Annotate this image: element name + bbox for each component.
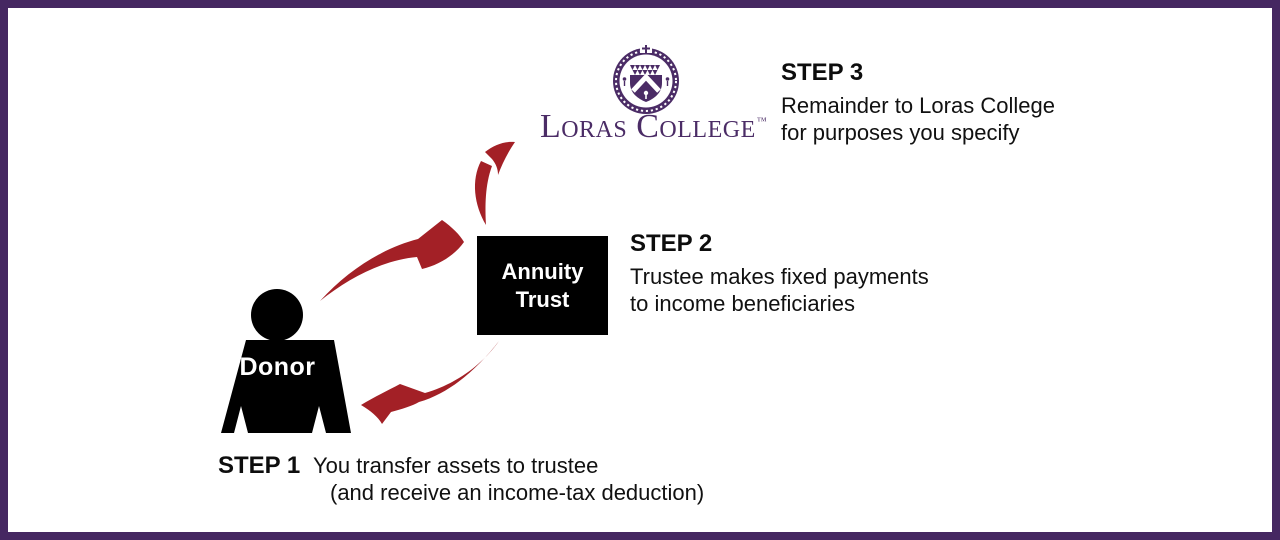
loras-college-wordmark: Loras College™ xyxy=(523,108,783,146)
donor-label: Donor xyxy=(239,353,316,381)
step-1-line-1: You transfer assets to trustee xyxy=(313,453,599,478)
step-1-lines: You transfer assets to trustee (and rece… xyxy=(313,453,704,506)
step-3-title: STEP 3 xyxy=(781,59,864,86)
arrow-trust-to-donor-icon xyxy=(361,341,499,424)
trademark-symbol: ™ xyxy=(756,116,768,127)
step-2-title: STEP 2 xyxy=(630,230,713,257)
step-3-line-1: Remainder to Loras College xyxy=(781,93,1055,118)
step-2-line-2: to income beneficiaries xyxy=(630,290,856,316)
loras-college-name: Loras College xyxy=(539,108,756,145)
annuity-trust-box: Annuity Trust xyxy=(477,236,608,335)
step-1-title: STEP 1 xyxy=(218,452,301,479)
arrowhead-trust-to-college-icon xyxy=(485,141,515,175)
step-1-block: STEP 1 You transfer assets to trustee (a… xyxy=(218,452,738,522)
arrow-trust-to-college-icon xyxy=(474,161,492,225)
step-3-block: STEP 3 Remainder to Loras College for pu… xyxy=(781,59,1055,146)
loras-college-crest-icon xyxy=(613,45,679,114)
step-1-line-2: (and receive an income-tax deduction) xyxy=(330,479,705,505)
annuity-trust-label: Annuity Trust xyxy=(501,258,584,312)
step-3-line-2: for purposes you specify xyxy=(781,119,1020,145)
step-2-line-1: Trustee makes fixed payments xyxy=(630,264,929,289)
step-2-block: STEP 2 Trustee makes fixed payments to i… xyxy=(630,230,929,317)
donor-person-icon xyxy=(221,289,351,433)
